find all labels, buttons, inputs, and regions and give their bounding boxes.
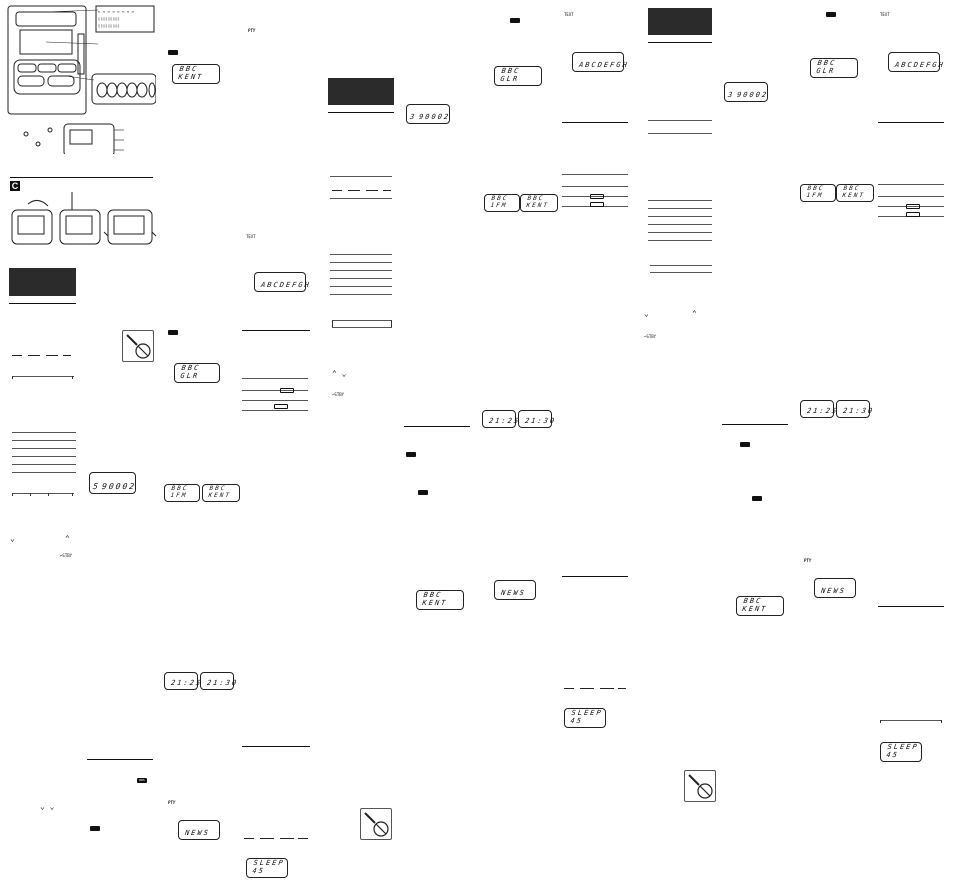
lcd-time-b-3: 21:30 <box>836 400 875 418</box>
lcd-time-a-2: 21:25 <box>482 410 521 428</box>
lcd-sleep-3: SLEEP 45 <box>880 742 922 762</box>
pty-label-3: PTY <box>804 558 812 563</box>
lcd-bbc-kent-2: BBC KENT <box>202 484 240 502</box>
lcd-frequency-value: 90002 <box>101 482 137 491</box>
column-3: PTY TEXT ABCDEFGH SLEEP 45 <box>240 0 320 895</box>
lcd-bbc-kent-4: BBC KENT <box>520 194 558 212</box>
column-6: BBC GLR BBC 1FM BBC KENT 21:25 21:30 NEW… <box>480 0 560 895</box>
lcd-bbc-1fm-3: BBC 1FM <box>800 184 836 202</box>
no-touch-icon-2 <box>360 808 392 840</box>
lcd-bbc-kent-5: BBC KENT <box>736 596 784 616</box>
lcd-preset-frequency: 5 90002 <box>89 472 137 494</box>
lcd-news-3: NEWS <box>814 578 856 598</box>
column-10: BBC GLR BBC 1FM BBC KENT 21:25 21:30 PTY… <box>800 0 880 895</box>
section-tab-1 <box>9 268 76 296</box>
radio-battery-diagram <box>11 192 157 245</box>
lcd-sleep-2: SLEEP 45 <box>564 708 606 728</box>
text-label-2: TEXT <box>564 12 574 17</box>
lcd-abcdefgh-1: ABCDEFGH <box>254 272 311 292</box>
lcd-bbc-kent-3: BBC KENT <box>416 590 464 610</box>
column-1: ≈ ≈ ≈ ≈ ≈ ≈ ≈ ≈ ▯▯▯▯▯▯▯▯▯ ▯▯▯▯▯▯▯▯▯ C <box>0 0 160 895</box>
lcd-sleep-1: SLEEP 45 <box>246 858 288 878</box>
column-11: TEXT ABCDEFGH SLEEP 45 <box>876 0 954 895</box>
text-label-3: TEXT <box>880 12 890 17</box>
no-touch-icon-3 <box>684 770 716 802</box>
lcd-band-number: 5 <box>92 482 101 491</box>
pty-label-2: PTY <box>248 28 256 33</box>
lcd-time-b: 21:30 <box>200 672 239 690</box>
svg-text:≈ ≈ ≈ ≈ ≈ ≈ ≈ ≈: ≈ ≈ ≈ ≈ ≈ ≈ ≈ ≈ <box>98 9 135 14</box>
lcd-abcdefgh-3: ABCDEFGH <box>888 52 945 72</box>
pty-label-1: PTY <box>168 800 176 805</box>
svg-text:▯▯▯▯▯▯▯▯▯: ▯▯▯▯▯▯▯▯▯ <box>98 16 120 21</box>
radio-front-diagram: ≈ ≈ ≈ ≈ ≈ ≈ ≈ ≈ ▯▯▯▯▯▯▯▯▯ ▯▯▯▯▯▯▯▯▯ <box>7 5 156 154</box>
lcd-bbc-glr-3: BBC GLR <box>810 58 858 78</box>
lcd-news-2: NEWS <box>494 580 536 600</box>
lcd-bbc-glr-2: BBC GLR <box>494 66 542 86</box>
column-9: 3 90002 BBC KENT <box>684 0 800 895</box>
column-5: 3 90002 BBC KENT <box>400 0 480 895</box>
lcd-bbc-kent-1: BBC KENT <box>172 64 220 84</box>
text-label-1: TEXT <box>246 234 256 239</box>
column-4: ⌃ ⌄ ↩STBY <box>320 0 400 895</box>
section-c-label: C <box>10 181 20 191</box>
column-7: TEXT ABCDEFGH SLEEP 45 <box>560 0 640 895</box>
section-c-rule <box>10 177 153 178</box>
lcd-preset-frequency-3: 3 90002 <box>724 82 769 102</box>
lcd-abcdefgh-2: ABCDEFGH <box>572 52 629 72</box>
lcd-time-a-3: 21:25 <box>800 400 839 418</box>
lcd-preset-frequency-2: 3 90002 <box>406 104 451 124</box>
lcd-time-b-2: 21:30 <box>518 410 557 428</box>
lcd-bbc-1fm-2: BBC 1FM <box>484 194 520 212</box>
no-touch-icon <box>122 330 154 362</box>
lcd-news-1: NEWS <box>178 820 220 840</box>
section-tab-1-rule <box>9 303 76 304</box>
lcd-time-a: 21:25 <box>164 672 203 690</box>
lcd-bbc-kent-6: BBC KENT <box>836 184 874 202</box>
column-2: BBC KENT BBC GLR BBC 1FM BBC KENT 21:25 … <box>160 0 240 895</box>
section-tab-2 <box>328 78 394 105</box>
lcd-bbc-1fm: BBC 1FM <box>164 484 200 502</box>
lcd-bbc-glr: BBC GLR <box>174 363 220 383</box>
column-8: ⌄ ⌃ ↩STBY <box>640 0 720 895</box>
section-tab-3 <box>648 8 712 35</box>
rds-badge: RDS <box>137 778 147 783</box>
svg-text:▯▯▯▯▯▯▯▯▯: ▯▯▯▯▯▯▯▯▯ <box>98 23 120 28</box>
